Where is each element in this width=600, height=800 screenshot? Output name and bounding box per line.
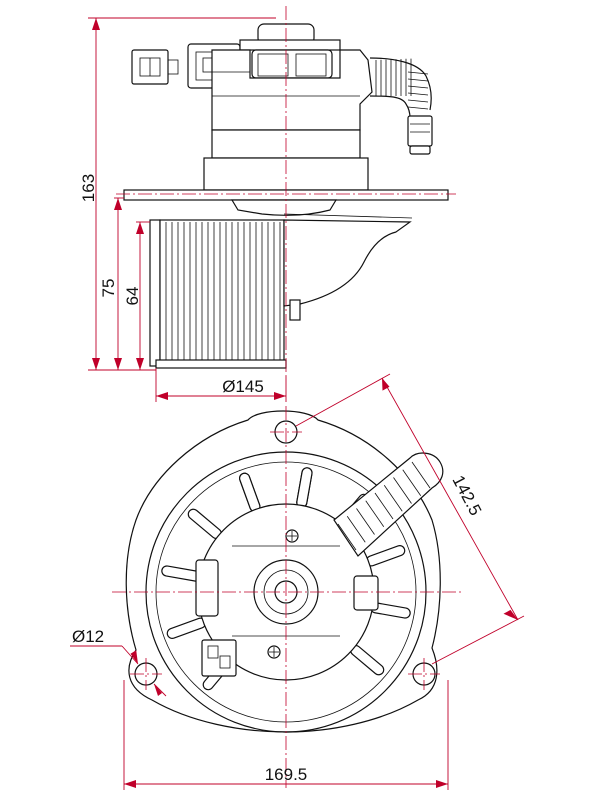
dimension-diameter-wheel: Ø145: [155, 368, 287, 402]
housing-dome: [283, 213, 413, 321]
hole-spacing-label: 142.5: [448, 472, 485, 518]
dimension-height-wheel-housing: 75: [99, 197, 124, 370]
harness-rib: [407, 106, 429, 110]
top-view: 142.5 Ø12 169.5: [70, 373, 525, 790]
harness-ring: [393, 477, 412, 504]
motor-top-cap: [239, 23, 341, 79]
harness-ring: [402, 469, 422, 496]
harness-ring: [374, 492, 394, 520]
harness-rib: [407, 92, 429, 96]
harness-ring: [356, 508, 375, 535]
harness-ring: [365, 500, 385, 527]
height-wheel-label: 64: [123, 287, 142, 306]
screw-bottom: [267, 645, 281, 659]
height-total-label: 163: [79, 174, 98, 202]
harness-rib: [407, 85, 429, 89]
screw-top: [285, 529, 299, 543]
dimension-flange-width: 169.5: [123, 680, 449, 790]
wire-harness: [369, 57, 433, 155]
motor-left-lug: [195, 559, 219, 617]
harness-ring: [346, 516, 366, 543]
harness-rib: [407, 71, 429, 75]
harness-rib: [407, 99, 429, 103]
top-view-harness: [333, 452, 444, 557]
side-view: 163 75 64 Ø145: [79, 6, 456, 402]
flange-width-label: 169.5: [265, 765, 308, 784]
diameter-wheel-label: Ø145: [222, 377, 264, 396]
dimension-hole-diameter: Ø12: [70, 627, 167, 697]
blower-wheel: [149, 219, 287, 369]
harness-ring: [337, 523, 357, 551]
hole-diameter-label: Ø12: [72, 627, 104, 646]
harness-rib: [407, 78, 429, 82]
dimension-height-total: 163: [79, 17, 276, 371]
harness-ring: [383, 485, 403, 512]
top-view-connector: [201, 639, 237, 677]
height-wheel-housing-label: 75: [99, 279, 118, 298]
dimension-height-wheel: 64: [123, 221, 150, 370]
motor-right-lug: [353, 575, 379, 611]
loose-connector-plug: [131, 49, 179, 85]
harness-ring: [411, 461, 431, 489]
